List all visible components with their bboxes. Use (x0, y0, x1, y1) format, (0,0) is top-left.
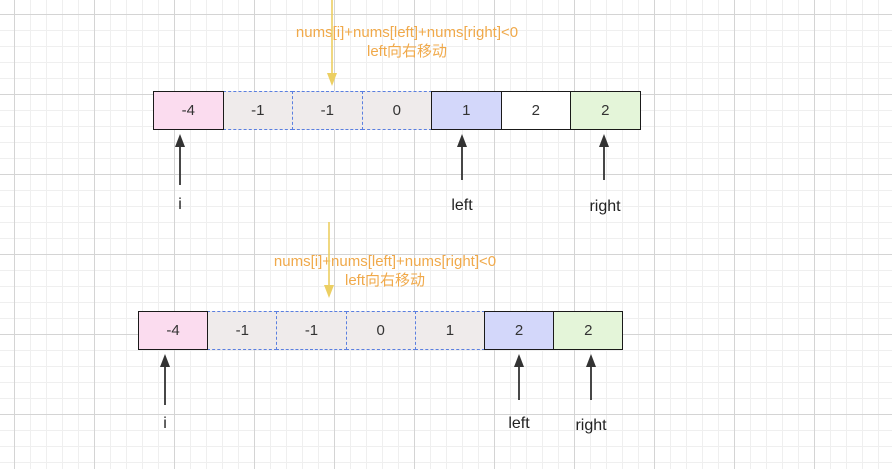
array-cell: -1 (207, 311, 278, 350)
pointer-label-right: right (589, 198, 621, 215)
pointer-arrow-left (457, 134, 467, 180)
pointer-label-left: left (508, 415, 530, 432)
pointer-label-i: i (163, 415, 167, 432)
pointer-label-right: right (575, 417, 607, 434)
pointer-arrow-left (514, 354, 524, 400)
array-cell: 2 (500, 91, 571, 130)
array-cell: 2 (553, 311, 624, 350)
pointer-arrow-right (599, 134, 609, 180)
condition-text: nums[i]+nums[left]+nums[right]<0 (273, 253, 497, 270)
array-cell: 0 (345, 311, 416, 350)
pointer-arrow-i (175, 134, 185, 185)
array-cell: -4 (138, 311, 209, 350)
array-cell: 2 (484, 311, 555, 350)
array-cell: 2 (570, 91, 641, 130)
pointer-arrow-i (160, 354, 170, 405)
array-cell: -4 (153, 91, 224, 130)
array-cell: 1 (414, 311, 485, 350)
array-cell: -1 (276, 311, 347, 350)
condition-action: left向右移动 (344, 272, 425, 289)
array-cell: -1 (292, 91, 363, 130)
condition-arrow (327, 0, 337, 86)
condition-action: left向右移动 (366, 43, 447, 60)
array-cell: 0 (361, 91, 432, 130)
condition-arrow (324, 222, 334, 298)
array-cell: -1 (222, 91, 293, 130)
pointer-label-left: left (451, 197, 473, 214)
condition-label: nums[i]+nums[left]+nums[right]<0 left向右移… (274, 252, 496, 290)
pointer-arrow-right (586, 354, 596, 400)
condition-label: nums[i]+nums[left]+nums[right]<0 left向右移… (296, 23, 518, 61)
array-cell: 1 (431, 91, 502, 130)
condition-text: nums[i]+nums[left]+nums[right]<0 (295, 24, 519, 41)
pointer-label-i: i (178, 196, 182, 213)
